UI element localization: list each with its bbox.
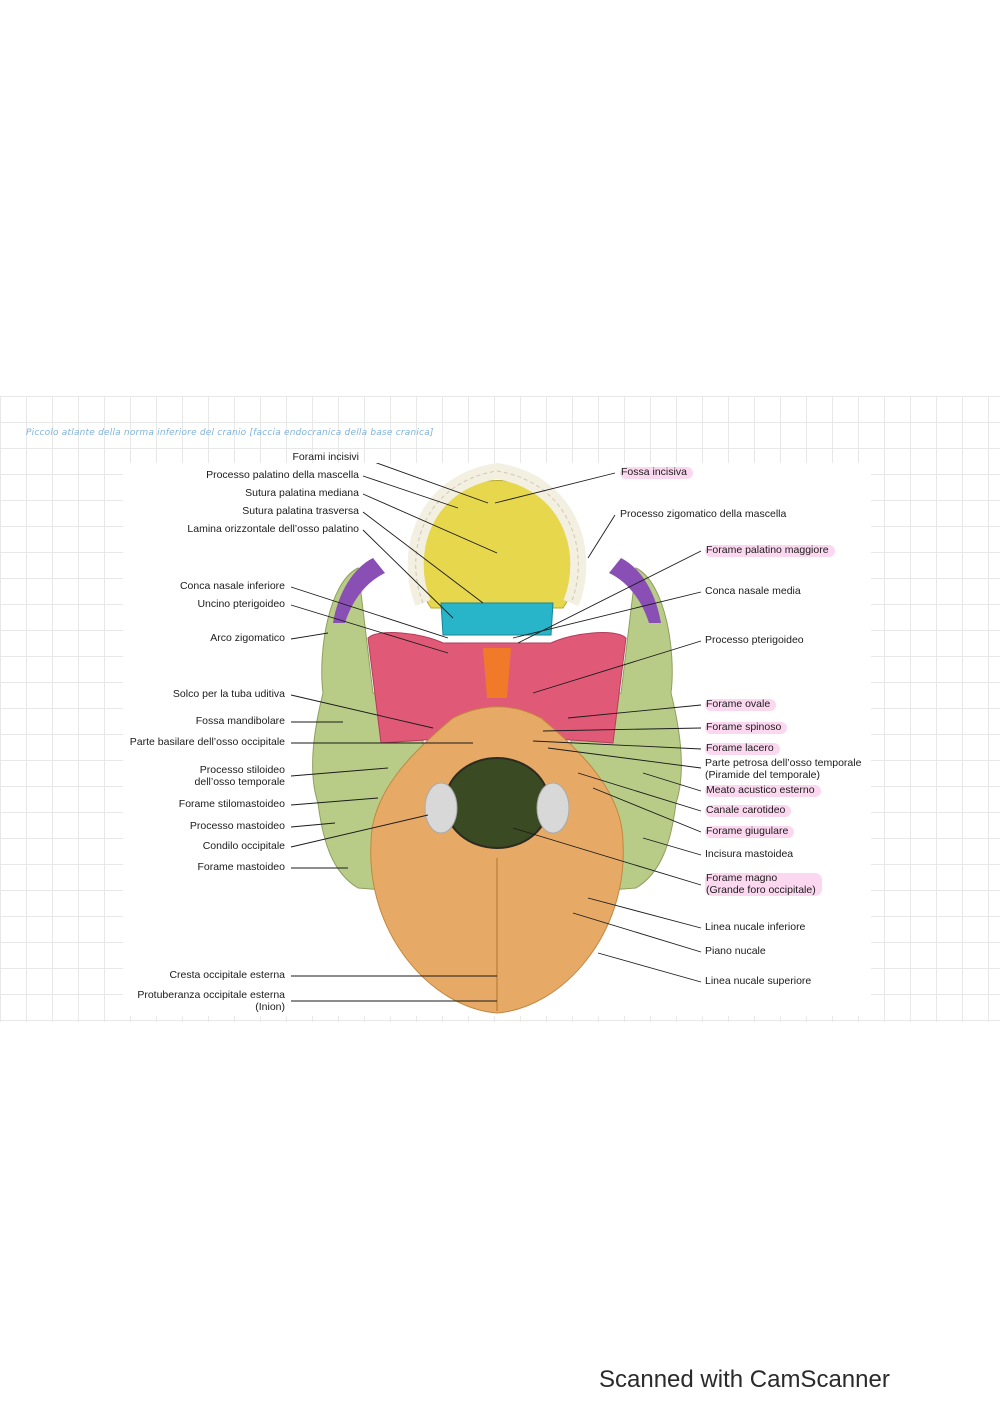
label-linea-nucale-inferiore: Linea nucale inferiore xyxy=(705,921,806,933)
label-arco-zigomatico: Arco zigomatico xyxy=(210,632,285,644)
label-forame-spinoso: Forame spinoso xyxy=(705,721,788,734)
label-cresta-occipitale-esterna: Cresta occipitale esterna xyxy=(169,969,285,981)
label-processo-mastoideo: Processo mastoideo xyxy=(189,820,285,832)
label-incisura-mastoidea: Incisura mastoidea xyxy=(705,848,794,860)
label-forame-mastoideo: Forame mastoideo xyxy=(197,861,285,873)
label-fossa-mandibolare: Fossa mandibolare xyxy=(195,715,285,727)
skull-illustration xyxy=(290,463,702,1014)
label-parte-petrosa-line1: Parte petrosa dell’osso temporale xyxy=(705,757,862,769)
label-forame-giugulare: Forame giugulare xyxy=(705,825,795,838)
skull-figure: Forami incisivi Processo palatino della … xyxy=(123,451,871,1016)
label-processo-stiloideo: Processo stiloideo dell’osso temporale xyxy=(194,764,285,788)
label-processo-pterigoideo: Processo pterigoideo xyxy=(705,634,804,646)
zygomatic-bone-left xyxy=(333,558,385,623)
label-parte-petrosa: Parte petrosa dell’osso temporale (Piram… xyxy=(705,757,862,781)
label-processo-stiloideo-line2: dell’osso temporale xyxy=(194,775,285,788)
leader-lines-right xyxy=(494,472,702,983)
label-solco-tuba-uditiva: Solco per la tuba uditiva xyxy=(172,688,285,700)
label-parte-petrosa-line2: (Piramide del temporale) xyxy=(705,768,820,781)
label-meato-acustico-esterno: Meato acustico esterno xyxy=(705,784,821,797)
label-forame-magno-line1: Forame magno xyxy=(706,872,778,884)
label-uncino-pterigoideo: Uncino pterigoideo xyxy=(197,598,285,610)
zygomatic-bone-right xyxy=(609,558,661,623)
label-piano-nucale: Piano nucale xyxy=(705,945,766,957)
label-processo-stiloideo-line1: Processo stiloideo xyxy=(199,764,285,776)
label-linea-nucale-superiore: Linea nucale superiore xyxy=(705,975,812,987)
scanner-watermark: Scanned with CamScanner xyxy=(599,1366,890,1393)
label-condilo-occipitale: Condilo occipitale xyxy=(202,840,285,852)
condyle-left xyxy=(424,782,458,834)
label-forame-stilomastoideo: Forame stilomastoideo xyxy=(178,798,285,810)
label-processo-zigomatico-mascella: Processo zigomatico della mascella xyxy=(620,508,787,520)
label-canale-carotideo: Canale carotideo xyxy=(705,804,792,817)
label-forame-magno: Forame magno (Grande foro occipitale) xyxy=(705,872,822,896)
label-parte-basilare: Parte basilare dell’osso occipitale xyxy=(129,736,285,748)
label-lamina-orizzontale: Lamina orizzontale dell’osso palatino xyxy=(187,523,359,535)
label-forame-ovale: Forame ovale xyxy=(705,698,777,711)
label-conca-nasale-inferiore: Conca nasale inferiore xyxy=(179,580,285,592)
label-protuberanza-line1: Protuberanza occipitale esterna xyxy=(137,989,285,1001)
page-heading: Piccolo atlante della norma inferiore de… xyxy=(26,428,434,438)
label-protuberanza-line2: (Inion) xyxy=(255,1000,285,1013)
palatine-bone xyxy=(440,602,554,636)
label-sutura-palatina-trasversa: Sutura palatina trasversa xyxy=(242,505,359,517)
label-protuberanza-occipitale: Protuberanza occipitale esterna (Inion) xyxy=(137,989,285,1013)
label-forame-lacero: Forame lacero xyxy=(705,742,780,755)
label-forame-magno-line2: (Grande foro occipitale) xyxy=(706,883,816,896)
vomer-bone xyxy=(483,648,511,698)
leader-lines-left xyxy=(290,463,498,1002)
label-fossa-incisiva: Fossa incisiva xyxy=(620,466,693,479)
label-forame-palatino-maggiore: Forame palatino maggiore xyxy=(705,544,835,557)
label-conca-nasale-media: Conca nasale media xyxy=(705,585,801,597)
condyle-right xyxy=(536,782,570,834)
label-processo-palatino-mascella: Processo palatino della mascella xyxy=(206,469,359,481)
label-sutura-palatina-mediana: Sutura palatina mediana xyxy=(245,487,359,499)
label-forami-incisivi: Forami incisivi xyxy=(292,451,359,463)
